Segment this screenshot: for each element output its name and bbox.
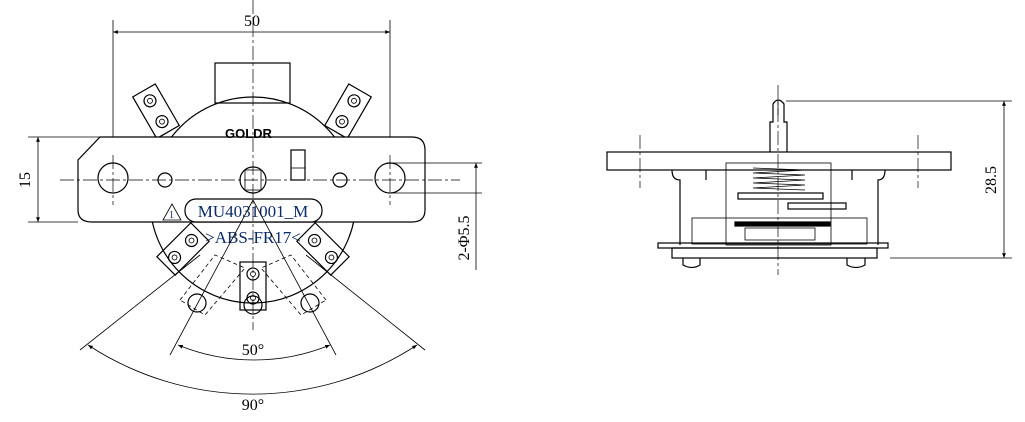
terminal-lug: [324, 83, 372, 140]
side-view: 28.5: [606, 85, 1012, 275]
terminal-lug: [132, 83, 180, 140]
dim-height: 15: [17, 172, 34, 188]
dim-step-angle: 50°: [242, 342, 264, 359]
part-number-pill: [184, 198, 323, 223]
spring: [752, 167, 806, 191]
shaft: [769, 99, 788, 152]
terminal-lug: [296, 222, 350, 276]
mounting-plate: [77, 136, 426, 223]
dim-width: 50: [244, 13, 260, 30]
dim-mount-holes: 2-Φ5.5: [456, 215, 473, 260]
flange: [606, 151, 952, 171]
top-tab: [214, 62, 291, 104]
revision-mark: 1: [169, 210, 174, 221]
alternate-lug-outline: [179, 254, 327, 316]
terminal-lug: [156, 222, 210, 276]
front-view: GOLDR 1 MU4031001_M >ABS-FR17< 50 15 2-Φ…: [17, 0, 482, 414]
revision-triangle-icon: [162, 203, 182, 221]
brand-logo: GOLDR: [225, 126, 273, 141]
dim-overall-height: 28.5: [983, 166, 1000, 194]
dim-total-angle: 90°: [242, 397, 264, 414]
